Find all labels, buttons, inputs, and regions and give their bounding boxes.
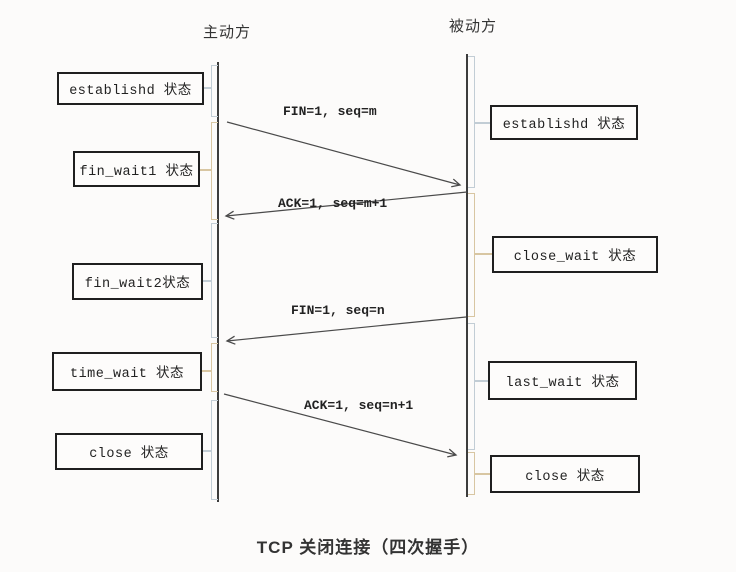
connector-line: [202, 280, 211, 282]
connector-line: [475, 253, 492, 255]
state-box-passive-close: close 状态: [490, 455, 640, 493]
message-label-fin-n: FIN=1, seq=n: [291, 303, 385, 318]
connector-line: [199, 169, 211, 171]
message-label-ack-n1: ACK=1, seq=n+1: [304, 398, 414, 413]
connector-line: [201, 370, 211, 372]
state-box-active-fin-wait1: fin_wait1 状态: [73, 151, 200, 187]
activation-bar: [468, 193, 475, 317]
state-box-active-close: close 状态: [55, 433, 203, 470]
state-box-passive-last-wait: last_wait 状态: [488, 361, 637, 400]
activation-bar: [211, 122, 218, 220]
lifeline-active: [217, 62, 219, 502]
lifeline-passive: [466, 54, 468, 497]
activation-bar: [211, 65, 218, 117]
activation-bar: [211, 223, 218, 338]
state-box-passive-close-wait: close_wait 状态: [492, 236, 658, 273]
message-label-ack-m1: ACK=1, seq=m+1: [278, 196, 388, 211]
connector-line: [475, 380, 488, 382]
message-label-fin-m: FIN=1, seq=m: [283, 104, 377, 119]
state-box-active-establishd: establishd 状态: [57, 72, 204, 105]
actor-label-passive: 被动方: [448, 18, 497, 35]
state-box-passive-establishd: establishd 状态: [490, 105, 638, 140]
arrow-fin-seq-m: [226, 121, 462, 188]
arrow-fin-seq-n: [225, 316, 467, 345]
activation-bar: [468, 56, 475, 188]
state-box-active-time-wait: time_wait 状态: [52, 352, 202, 391]
activation-bar: [468, 323, 475, 450]
state-box-active-fin-wait2: fin_wait2状态: [72, 263, 203, 300]
activation-bar: [211, 400, 218, 500]
activation-bar: [211, 343, 218, 392]
connector-line: [475, 122, 490, 124]
activation-bar: [468, 452, 475, 495]
connector-line: [203, 87, 211, 89]
connector-line: [202, 450, 211, 452]
actor-label-active: 主动方: [202, 24, 251, 41]
diagram-title: TCP 关闭连接（四次握手）: [256, 538, 480, 557]
connector-line: [475, 473, 490, 475]
